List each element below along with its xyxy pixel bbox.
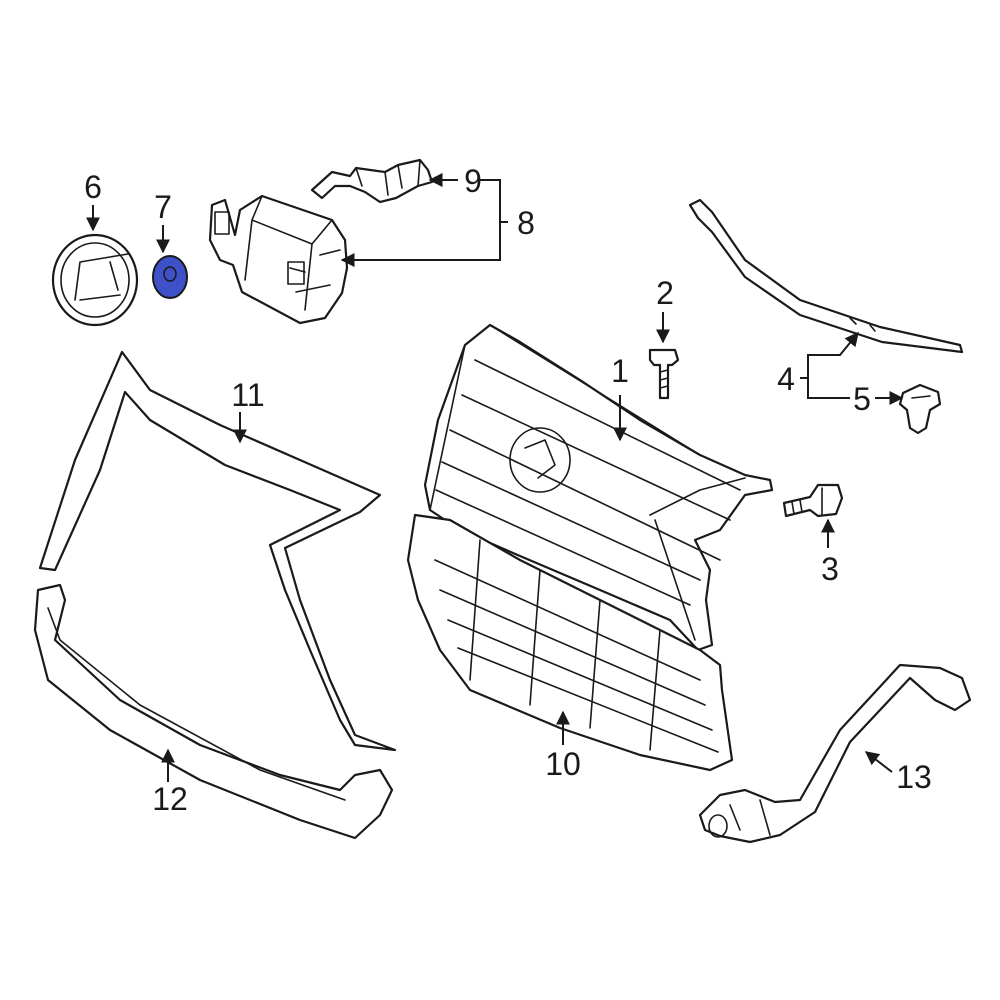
callout-8: 8: [517, 205, 535, 241]
bolt-part-3[interactable]: [782, 483, 844, 518]
leader-lines: [86, 173, 904, 782]
callout-2: 2: [656, 275, 674, 311]
callout-12: 12: [152, 781, 188, 817]
callout-6: 6: [84, 169, 102, 205]
camera-harness-part-13[interactable]: [698, 663, 972, 844]
callout-11: 11: [231, 377, 264, 413]
callout-7: 7: [154, 189, 172, 225]
lower-trim-part-12[interactable]: [33, 583, 394, 840]
bracket-part-9[interactable]: [310, 158, 434, 204]
sensor-module-part-8[interactable]: [208, 194, 349, 325]
upper-grille-part-1[interactable]: [423, 323, 774, 652]
callout-9: 9: [464, 163, 482, 199]
callout-13: 13: [896, 759, 932, 795]
callout-4: 4: [777, 361, 795, 397]
lower-grille-part-10[interactable]: [406, 513, 734, 772]
clip-part-5[interactable]: [898, 383, 942, 435]
callout-5: 5: [853, 381, 871, 417]
molding-strip-part-4[interactable]: [688, 198, 964, 354]
bolt-part-2[interactable]: [648, 348, 680, 400]
callout-3: 3: [821, 551, 839, 587]
callout-1: 1: [611, 353, 629, 389]
emblem-part-6[interactable]: [51, 233, 139, 327]
seal-part-7-highlighted[interactable]: [152, 255, 188, 299]
callout-10: 10: [545, 746, 581, 782]
